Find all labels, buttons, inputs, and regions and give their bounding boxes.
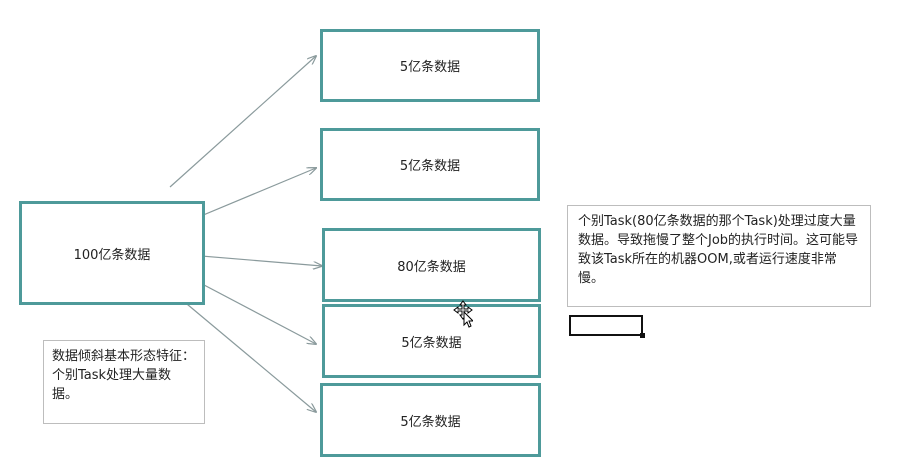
target-label: 5亿条数据 [399, 60, 461, 75]
selected-cell[interactable] [569, 315, 643, 336]
right-note-text: 个别Task(80亿条数据的那个Task)处理过度大量数据。导致拖慢了整个Job… [578, 214, 859, 286]
arrow-to-target-1 [169, 56, 316, 188]
target-box-5[interactable]: 5亿条数据 [320, 383, 541, 457]
arrow-to-target-5 [162, 283, 316, 412]
target-label: 5亿条数据 [401, 335, 462, 351]
source-box[interactable]: 100亿条数据 [19, 201, 205, 305]
target-box-3[interactable]: 80亿条数据 [322, 228, 541, 302]
target-box-2[interactable]: 5亿条数据 [320, 128, 540, 201]
target-box-1[interactable]: 5亿条数据 [320, 29, 540, 102]
target-label: 5亿条数据 [400, 414, 461, 430]
target-label: 5亿条数据 [399, 159, 461, 174]
move-cursor-icon [453, 300, 473, 328]
left-note: 数据倾斜基本形态特征：个别Task处理大量数据。 [43, 340, 205, 424]
target-box-4[interactable]: 5亿条数据 [322, 304, 541, 378]
target-label: 80亿条数据 [397, 259, 466, 275]
right-note: 个别Task(80亿条数据的那个Task)处理过度大量数据。导致拖慢了整个Job… [567, 205, 871, 307]
source-label: 100亿条数据 [73, 247, 151, 263]
left-note-text: 数据倾斜基本形态特征：个别Task处理大量数据。 [52, 349, 196, 402]
fill-handle[interactable] [640, 333, 645, 338]
